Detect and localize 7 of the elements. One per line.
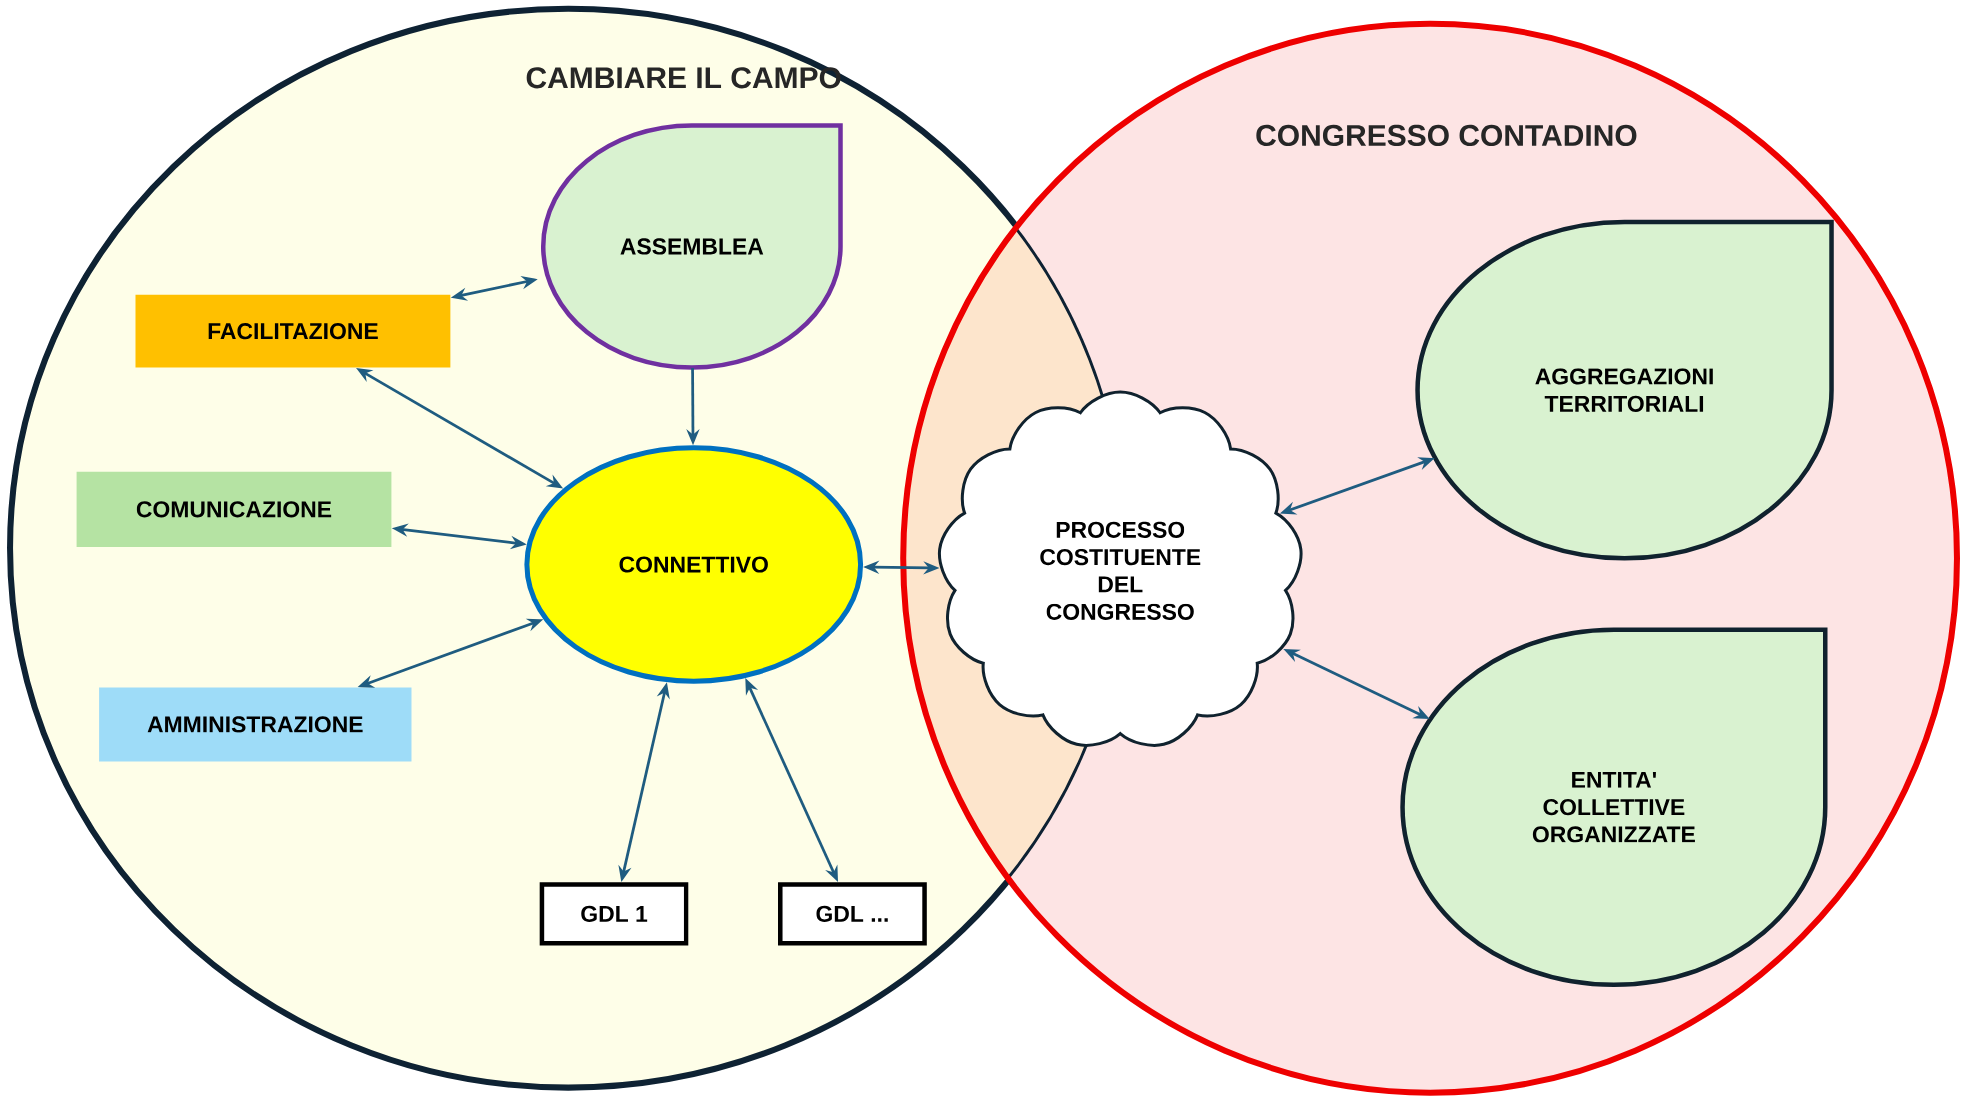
circle-title: CAMBIARE IL CAMPO: [526, 66, 841, 89]
circle-title: CONGRESSO CONTADINO: [1256, 124, 1637, 146]
label-box: FACILITAZIONE: [135, 294, 451, 368]
label-box: COMUNICAZIONE: [76, 471, 392, 547]
group-box: GDL ...: [778, 881, 927, 946]
label-box: AMMINISTRAZIONE: [99, 687, 412, 762]
group-box: GDL 1: [539, 881, 689, 946]
